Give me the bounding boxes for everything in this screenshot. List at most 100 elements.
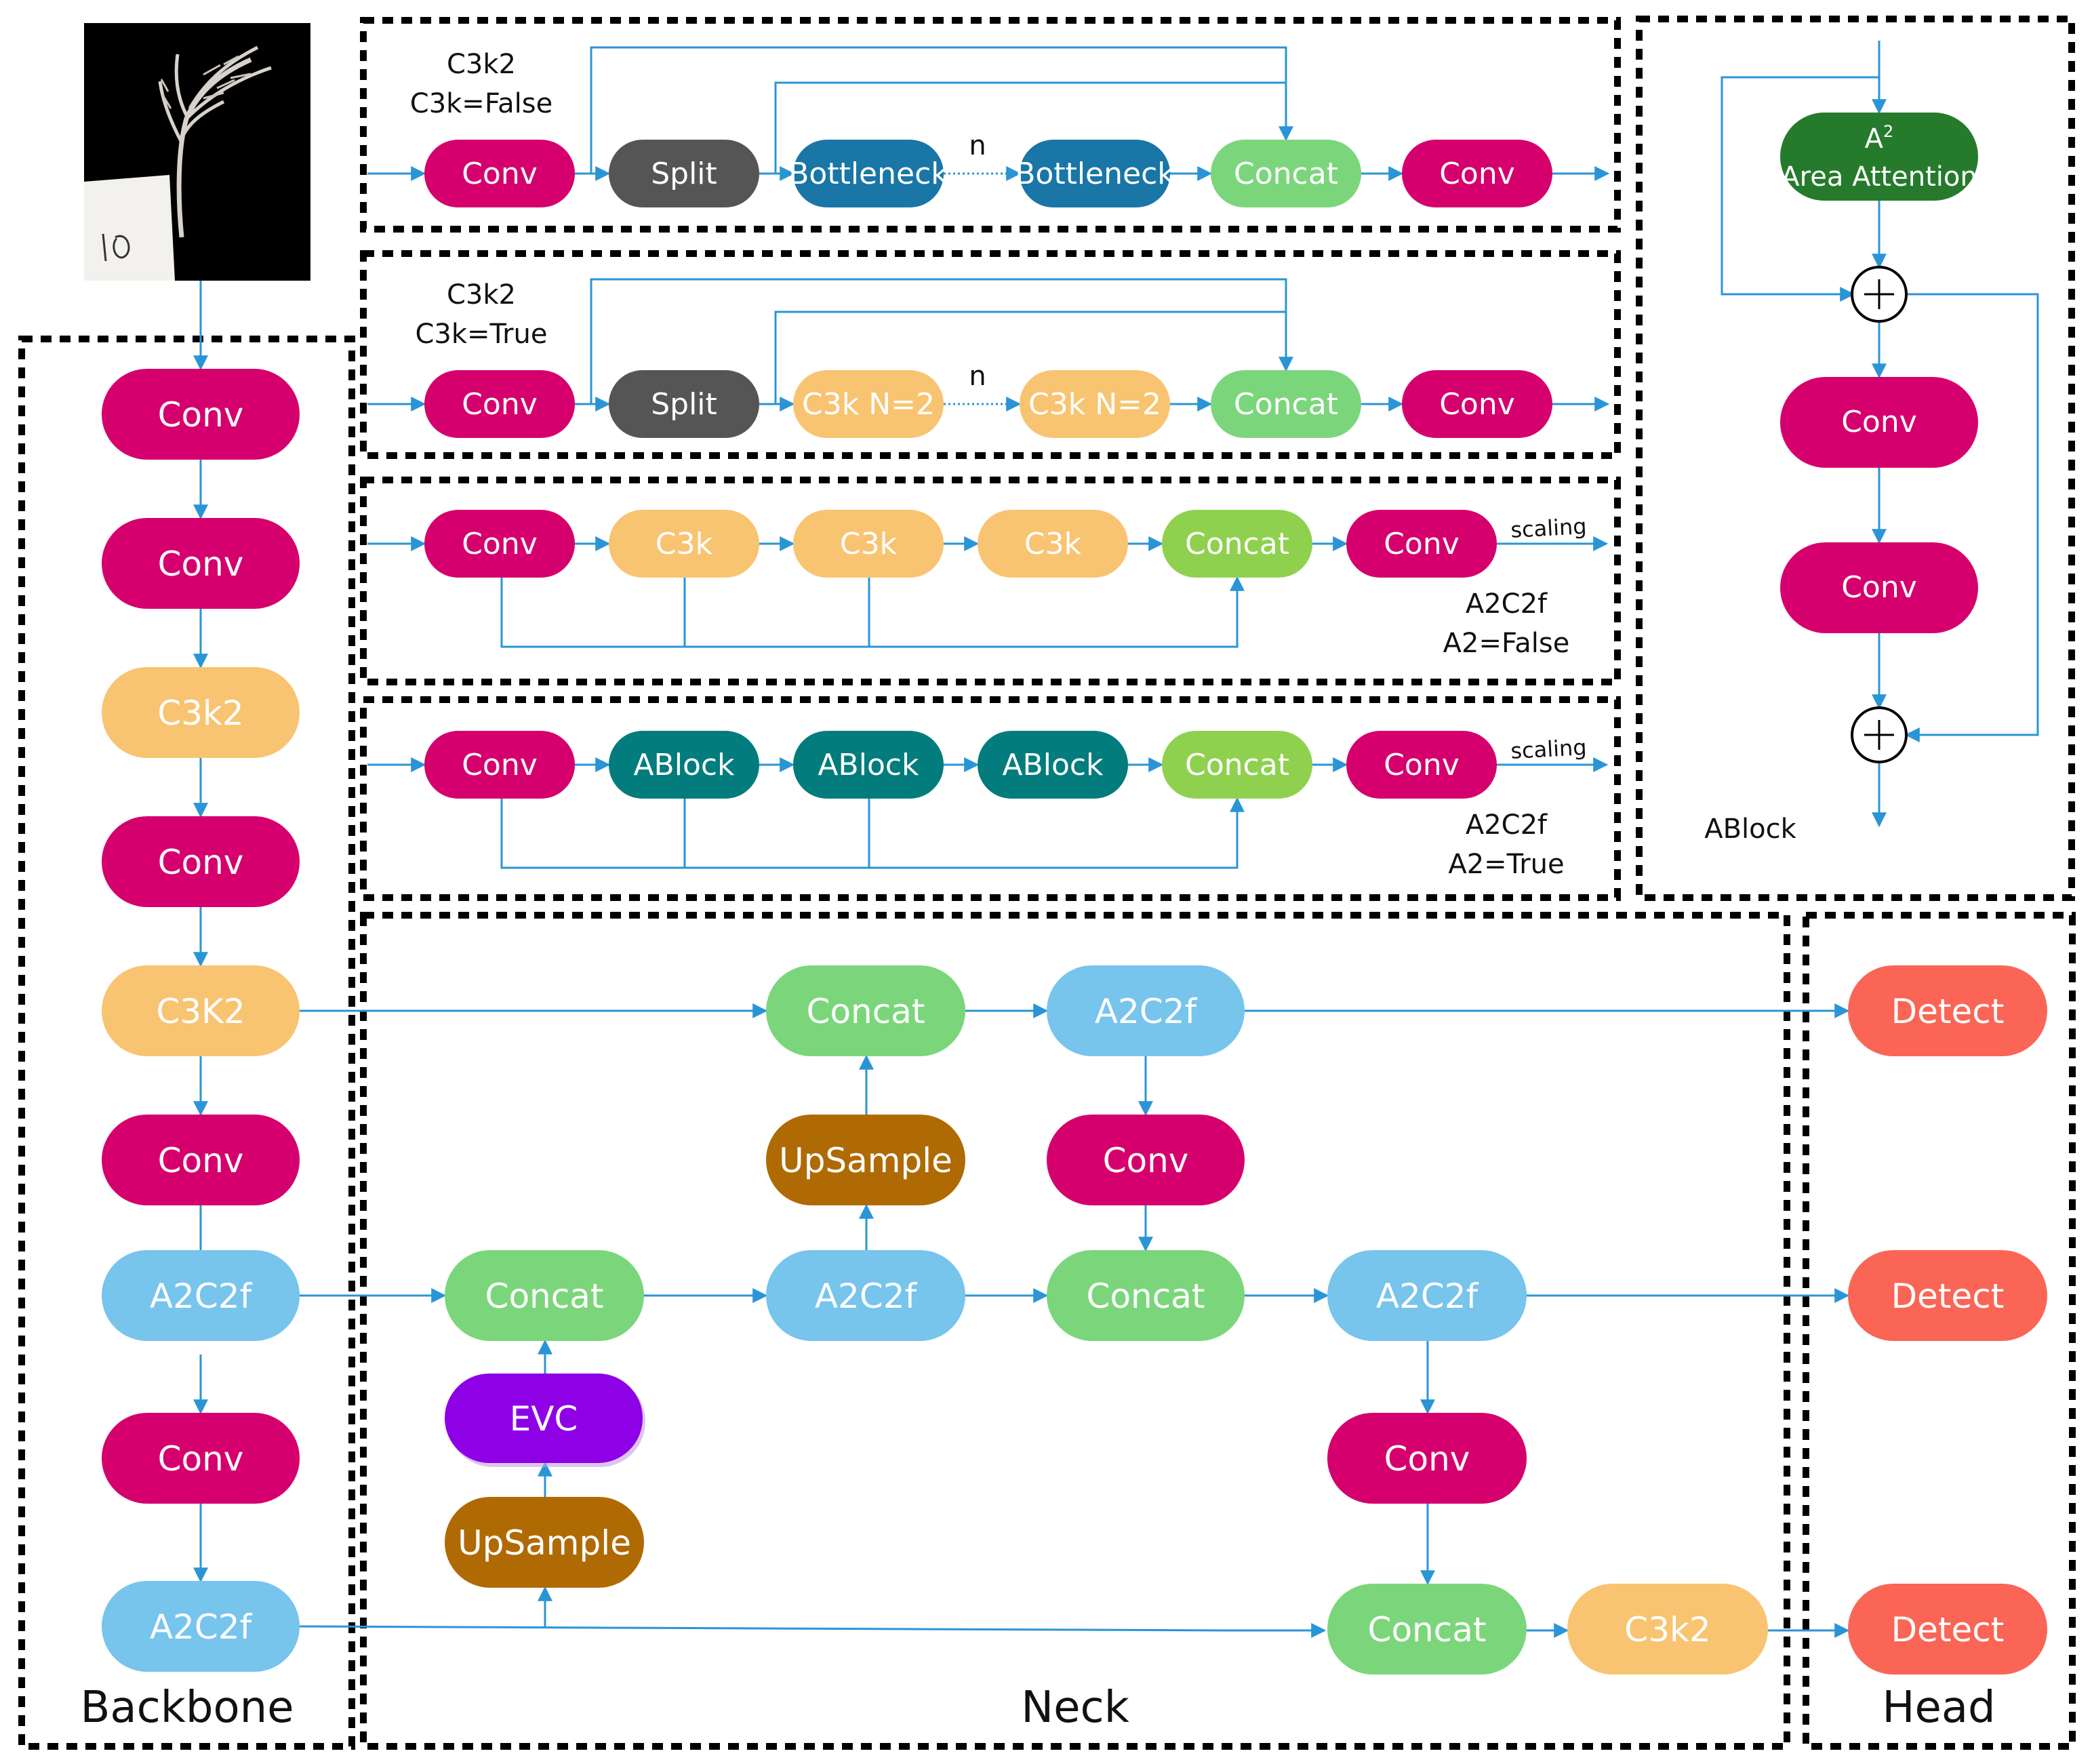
node-label: A2C2f	[1095, 992, 1198, 1031]
ablock-label: ABlock	[1704, 814, 1796, 845]
head-label: Head	[1882, 1683, 1995, 1733]
a2c2f-false-c3k-3: C3k	[978, 510, 1128, 578]
backbone-a2c2f-1: A2C2f	[102, 1250, 300, 1341]
a2c2f-false-caption-1: A2C2f	[1466, 588, 1548, 620]
neck-concat-mid: Concat	[1047, 1250, 1245, 1341]
backbone-conv-5: Conv	[102, 1413, 300, 1504]
node-shape	[1346, 510, 1497, 578]
node-label: Concat	[1234, 387, 1338, 422]
node-shape	[1211, 370, 1361, 438]
c3k2-false-frame	[360, 17, 1621, 233]
ablock-add-1	[1851, 266, 1908, 323]
backbone-label: Backbone	[80, 1683, 294, 1733]
node-label: C3k	[656, 527, 713, 561]
ablock-add-2	[1851, 706, 1908, 763]
node-shape	[793, 370, 944, 438]
node-shape	[424, 140, 575, 207]
backbone-a2c2f-2: A2C2f	[102, 1581, 300, 1672]
ablock-conv-1: Conv	[1780, 377, 1978, 468]
neck-conv-top: Conv	[1047, 1115, 1245, 1205]
neck-frame	[360, 912, 1790, 1750]
node-shape	[102, 667, 300, 758]
ablock-conv-2: Conv	[1780, 542, 1978, 633]
node-label: Detect	[1891, 992, 2005, 1031]
node-shape	[1327, 1413, 1527, 1504]
neck-label: Neck	[1021, 1683, 1129, 1733]
a2c2f-true-caption-2: A2=True	[1448, 849, 1564, 880]
attention-base: A	[1865, 123, 1884, 155]
node-label: Conv	[1384, 748, 1460, 782]
backbone-conv-2: Conv	[102, 518, 300, 609]
node-label: Conv	[462, 748, 538, 782]
node-label: UpSample	[779, 1141, 952, 1180]
c3k2-false-title-1: C3k2	[447, 49, 516, 80]
a2c2f-true-concat: Concat	[1162, 731, 1312, 799]
node-label: C3K2	[156, 992, 245, 1031]
node-label: Concat	[1185, 527, 1289, 561]
node-shape	[978, 510, 1128, 578]
node-shape	[102, 1115, 300, 1205]
a2c2f-true-conv-in: Conv	[424, 731, 575, 799]
head-frame	[1803, 912, 2076, 1750]
node-shape	[1047, 965, 1245, 1056]
node-label: Concat	[1185, 748, 1289, 782]
node-label: C3k2	[157, 694, 244, 733]
a2c2f-false-caption-2: A2=False	[1443, 628, 1570, 659]
a2c2f-true-scaling: scaling	[1510, 734, 1587, 764]
node-label: Conv	[158, 1141, 244, 1180]
node-shape	[1402, 140, 1552, 207]
a2c2f-false-concat: Concat	[1162, 510, 1312, 578]
node-shape	[1162, 510, 1312, 578]
backbone-frame	[18, 336, 355, 1750]
node-label: Concat	[1087, 1277, 1205, 1316]
c3k2-true-c3k-2: C3k N=2	[1020, 370, 1170, 438]
node-shape	[793, 510, 944, 578]
node-shape	[609, 370, 759, 438]
node-shape	[1780, 542, 1978, 633]
backbone-c3k2-1: C3k2	[102, 667, 300, 758]
c3k2-false-bottleneck-1: Bottleneck	[788, 140, 948, 207]
neck-a2c2f-top: A2C2f	[1047, 965, 1245, 1056]
node-label: C3k N=2	[1028, 387, 1161, 422]
a2c2f-true-ablock-3: ABlock	[978, 731, 1128, 799]
node-shape	[1780, 377, 1978, 468]
neck-concat-bottom: Concat	[1327, 1584, 1527, 1675]
node-shape	[424, 510, 575, 578]
node-shape	[102, 965, 300, 1056]
a2c2f-true-conv-out: Conv	[1346, 731, 1497, 799]
head-detect-2: Detect	[1848, 1250, 2047, 1341]
node-shape	[978, 731, 1128, 799]
node-shape	[1327, 1584, 1527, 1675]
node-label: Concat	[1234, 157, 1338, 191]
node-shape	[766, 965, 965, 1056]
node-shape	[1567, 1584, 1768, 1675]
node-label: A2C2f	[150, 1277, 253, 1316]
c3k2-false-title-2: C3k=False	[410, 88, 552, 119]
node-shape	[102, 1413, 300, 1504]
backbone-c3k2-2: C3K2	[102, 965, 300, 1056]
node-label: ABlock	[1002, 748, 1104, 782]
c3k2-false-conv-out: Conv	[1402, 140, 1552, 207]
neck-concat-top: Concat	[766, 965, 965, 1056]
node-shape	[424, 731, 575, 799]
neck-conv-right: Conv	[1327, 1413, 1527, 1504]
node-shape	[102, 1581, 300, 1672]
node-label: A2C2f	[150, 1607, 253, 1647]
node-label: Conv	[462, 527, 538, 561]
node-label: Conv	[1384, 1439, 1470, 1479]
plus-icon	[1864, 279, 1894, 309]
a2c2f-false-scaling: scaling	[1510, 513, 1587, 543]
node-label: Conv	[158, 544, 244, 584]
neck-a2c2f-mid: A2C2f	[766, 1250, 965, 1341]
node-label: ABlock	[633, 748, 735, 782]
ablock-area-attention: A2 (Area Attention)	[1771, 113, 1988, 201]
neck-concat-left: Concat	[445, 1250, 644, 1341]
a2c2f-false-c3k-2: C3k	[793, 510, 944, 578]
node-shape	[793, 731, 944, 799]
node-label: A2C2f	[815, 1277, 918, 1316]
node-shape	[445, 1374, 643, 1463]
attention-title: A2	[1865, 122, 1894, 155]
node-label: C3k	[840, 527, 898, 561]
node-label: ABlock	[818, 748, 919, 782]
